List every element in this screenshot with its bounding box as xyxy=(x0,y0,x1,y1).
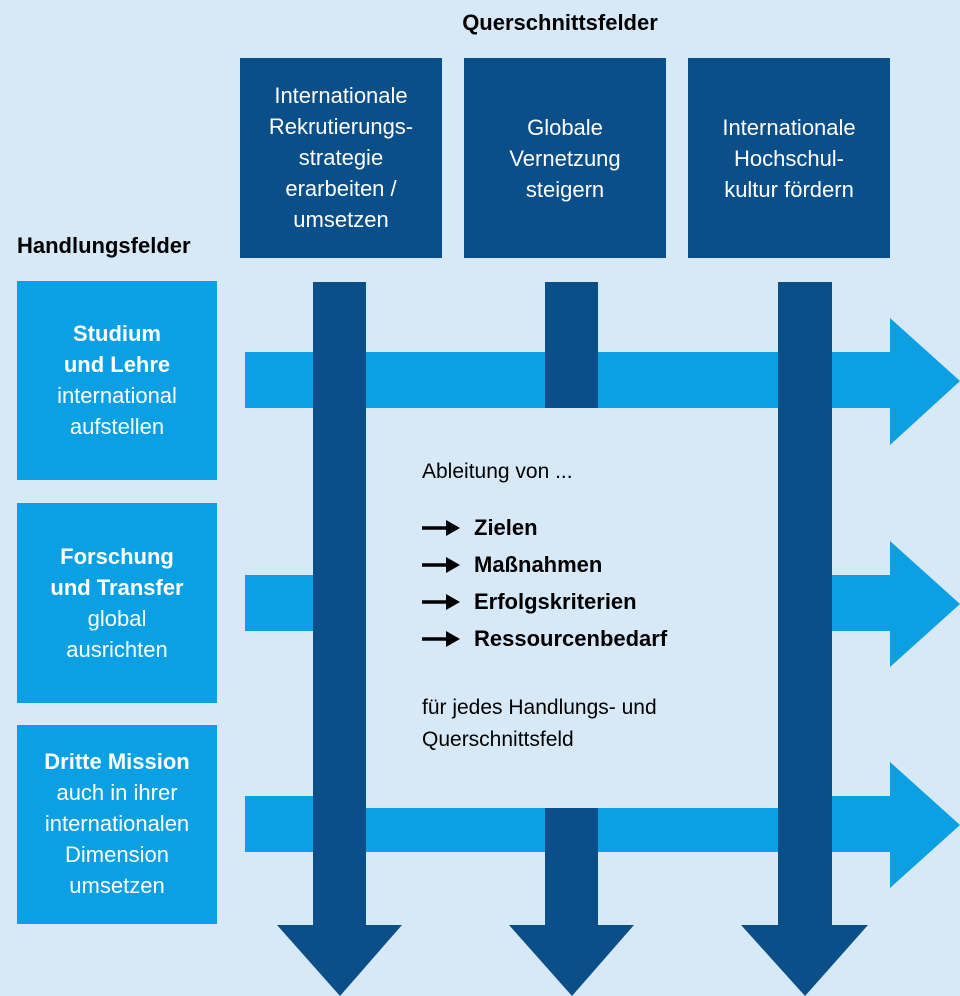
list-item-label: Zielen xyxy=(474,514,538,540)
text-line: für jedes Handlungs- und xyxy=(422,696,657,719)
text-line: international xyxy=(57,383,177,408)
querschnitt-label-3: Internationale Hochschul- kultur fördern xyxy=(688,112,890,205)
text-line: umsetzen xyxy=(69,873,165,898)
text-line: Rekrutierungs- xyxy=(268,114,414,139)
text-line: aufstellen xyxy=(69,414,165,439)
text-line: Internationale xyxy=(274,83,408,108)
text-line: steigern xyxy=(525,177,605,202)
handlung-box-1 xyxy=(17,281,217,480)
text-line: erarbeiten / xyxy=(285,176,397,201)
list-item: Ressourcenbedarf xyxy=(422,620,667,657)
handlung-box-3 xyxy=(17,725,217,924)
text-line: internationalen xyxy=(44,811,190,836)
text-line: auch in ihrer xyxy=(56,780,178,805)
text-line: Studium xyxy=(73,321,161,346)
querschnitt-label-1: Internationale Rekrutierungs- strategie … xyxy=(240,80,442,235)
list-item-label: Ressourcenbedarf xyxy=(474,625,668,651)
handlung-label-1: Studium und Lehre international aufstell… xyxy=(17,318,217,442)
text-line: Hochschul- xyxy=(733,146,845,171)
horizontal-arrow-1 xyxy=(245,318,960,445)
handlung-label-3: Dritte Mission auch in ihrer internation… xyxy=(17,746,217,901)
right-arrow-icon xyxy=(422,630,460,647)
vertical-arrow-1 xyxy=(277,282,402,996)
horizontal-arrow-3 xyxy=(245,762,960,888)
handlung-box-2 xyxy=(17,503,217,703)
text-line: Globale xyxy=(527,115,603,140)
text-line: Vernetzung xyxy=(509,146,621,171)
text-line: ausrichten xyxy=(66,637,168,662)
text-line: Forschung xyxy=(60,544,174,569)
right-arrow-icon xyxy=(422,593,460,610)
list-item-label: Maßnahmen xyxy=(474,551,603,577)
handlung-label-2: Forschung und Transfer global ausrichten xyxy=(17,541,217,665)
center-panel xyxy=(366,408,778,808)
center-list: Zielen Maßnahmen Erfolgskriterien Ressou… xyxy=(422,509,667,657)
querschnittsfelder-heading: Querschnittsfelder xyxy=(462,10,658,35)
querschnitt-label-2: Globale Vernetzung steigern xyxy=(464,112,666,205)
querschnitt-box-1 xyxy=(240,58,442,258)
list-item: Zielen xyxy=(422,509,667,546)
text-line: und Transfer xyxy=(50,575,184,600)
list-item-label: Erfolgskriterien xyxy=(474,588,637,614)
right-arrow-icon xyxy=(422,556,460,573)
text-line: Querschnittsfeld xyxy=(422,728,574,751)
text-line: umsetzen xyxy=(293,207,389,232)
text-line: global xyxy=(87,606,147,631)
list-item: Erfolgskriterien xyxy=(422,583,667,620)
text-line: kultur fördern xyxy=(724,177,854,202)
vertical-arrow-3 xyxy=(741,282,868,996)
text-line: Dimension xyxy=(65,842,169,867)
querschnitt-box-2 xyxy=(464,58,666,258)
center-footer: für jedes Handlungs- und Querschnittsfel… xyxy=(422,692,657,756)
text-line: strategie xyxy=(298,145,384,170)
text-line: Internationale xyxy=(722,115,856,140)
right-arrow-icon xyxy=(422,519,460,536)
list-item: Maßnahmen xyxy=(422,546,667,583)
text-line: und Lehre xyxy=(63,352,171,377)
center-intro: Ableitung von ... xyxy=(422,460,573,483)
handlungsfelder-heading: Handlungsfelder xyxy=(17,233,191,258)
querschnitt-box-3 xyxy=(688,58,890,258)
text-line: Dritte Mission xyxy=(44,749,190,774)
